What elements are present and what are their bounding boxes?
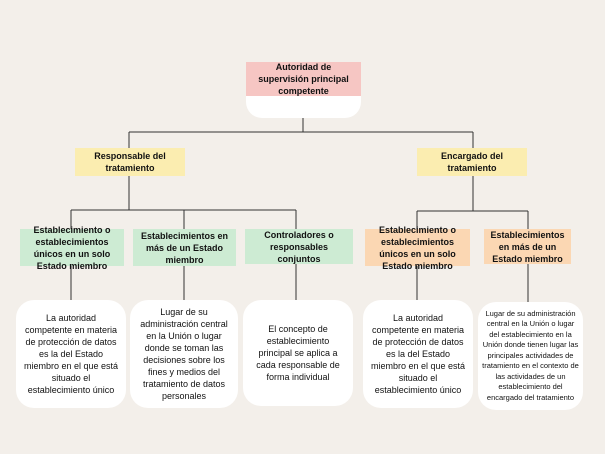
resp-unico-node-label: Establecimiento o establecimientos único… xyxy=(33,224,111,271)
resp-mas-leaf-text: Lugar de su administración central en la… xyxy=(140,307,228,401)
resp-conjuntos-node: Controladores o responsables conjuntos xyxy=(245,229,353,264)
enc-mas-leaf-text: Lugar de su administración central en la… xyxy=(482,308,579,402)
encargado-node-label: Encargado del tratamiento xyxy=(440,151,503,173)
enc-unico-leaf: La autoridad competente en materia de pr… xyxy=(363,300,473,408)
enc-mas-node-label: Establecimientos en más de un Estado mie… xyxy=(490,229,565,264)
resp-mas-node: Establecimientos en más de un Estado mie… xyxy=(133,229,236,266)
resp-unico-node: Establecimiento o establecimientos único… xyxy=(20,225,124,271)
resp-conjuntos-leaf: El concepto de establecimiento principal… xyxy=(243,300,353,406)
enc-mas-leaf: Lugar de su administración central en la… xyxy=(478,302,583,410)
enc-unico-node: Establecimiento o establecimientos único… xyxy=(365,225,470,271)
resp-conjuntos-leaf-text: El concepto de establecimiento principal… xyxy=(256,324,340,382)
responsable-node: Responsable del tratamiento xyxy=(75,148,185,176)
enc-unico-node-label: Establecimiento o establecimientos único… xyxy=(378,224,457,271)
root-node-label: Autoridad de supervisión principal compe… xyxy=(258,62,349,96)
resp-unico-leaf-text: La autoridad competente en materia de pr… xyxy=(23,313,119,395)
enc-mas-node: Establecimientos en más de un Estado mie… xyxy=(484,229,571,264)
encargado-node: Encargado del tratamiento xyxy=(417,148,527,176)
root-node: Autoridad de supervisión principal compe… xyxy=(246,62,361,96)
enc-unico-leaf-text: La autoridad competente en materia de pr… xyxy=(370,313,466,395)
responsable-node-label: Responsable del tratamiento xyxy=(94,151,166,173)
resp-unico-leaf: La autoridad competente en materia de pr… xyxy=(16,300,126,408)
resp-mas-leaf: Lugar de su administración central en la… xyxy=(130,300,238,408)
resp-conjuntos-node-label: Controladores o responsables conjuntos xyxy=(264,229,334,264)
root-node-tab xyxy=(246,96,361,118)
resp-mas-node-label: Establecimientos en más de un Estado mie… xyxy=(140,230,229,265)
